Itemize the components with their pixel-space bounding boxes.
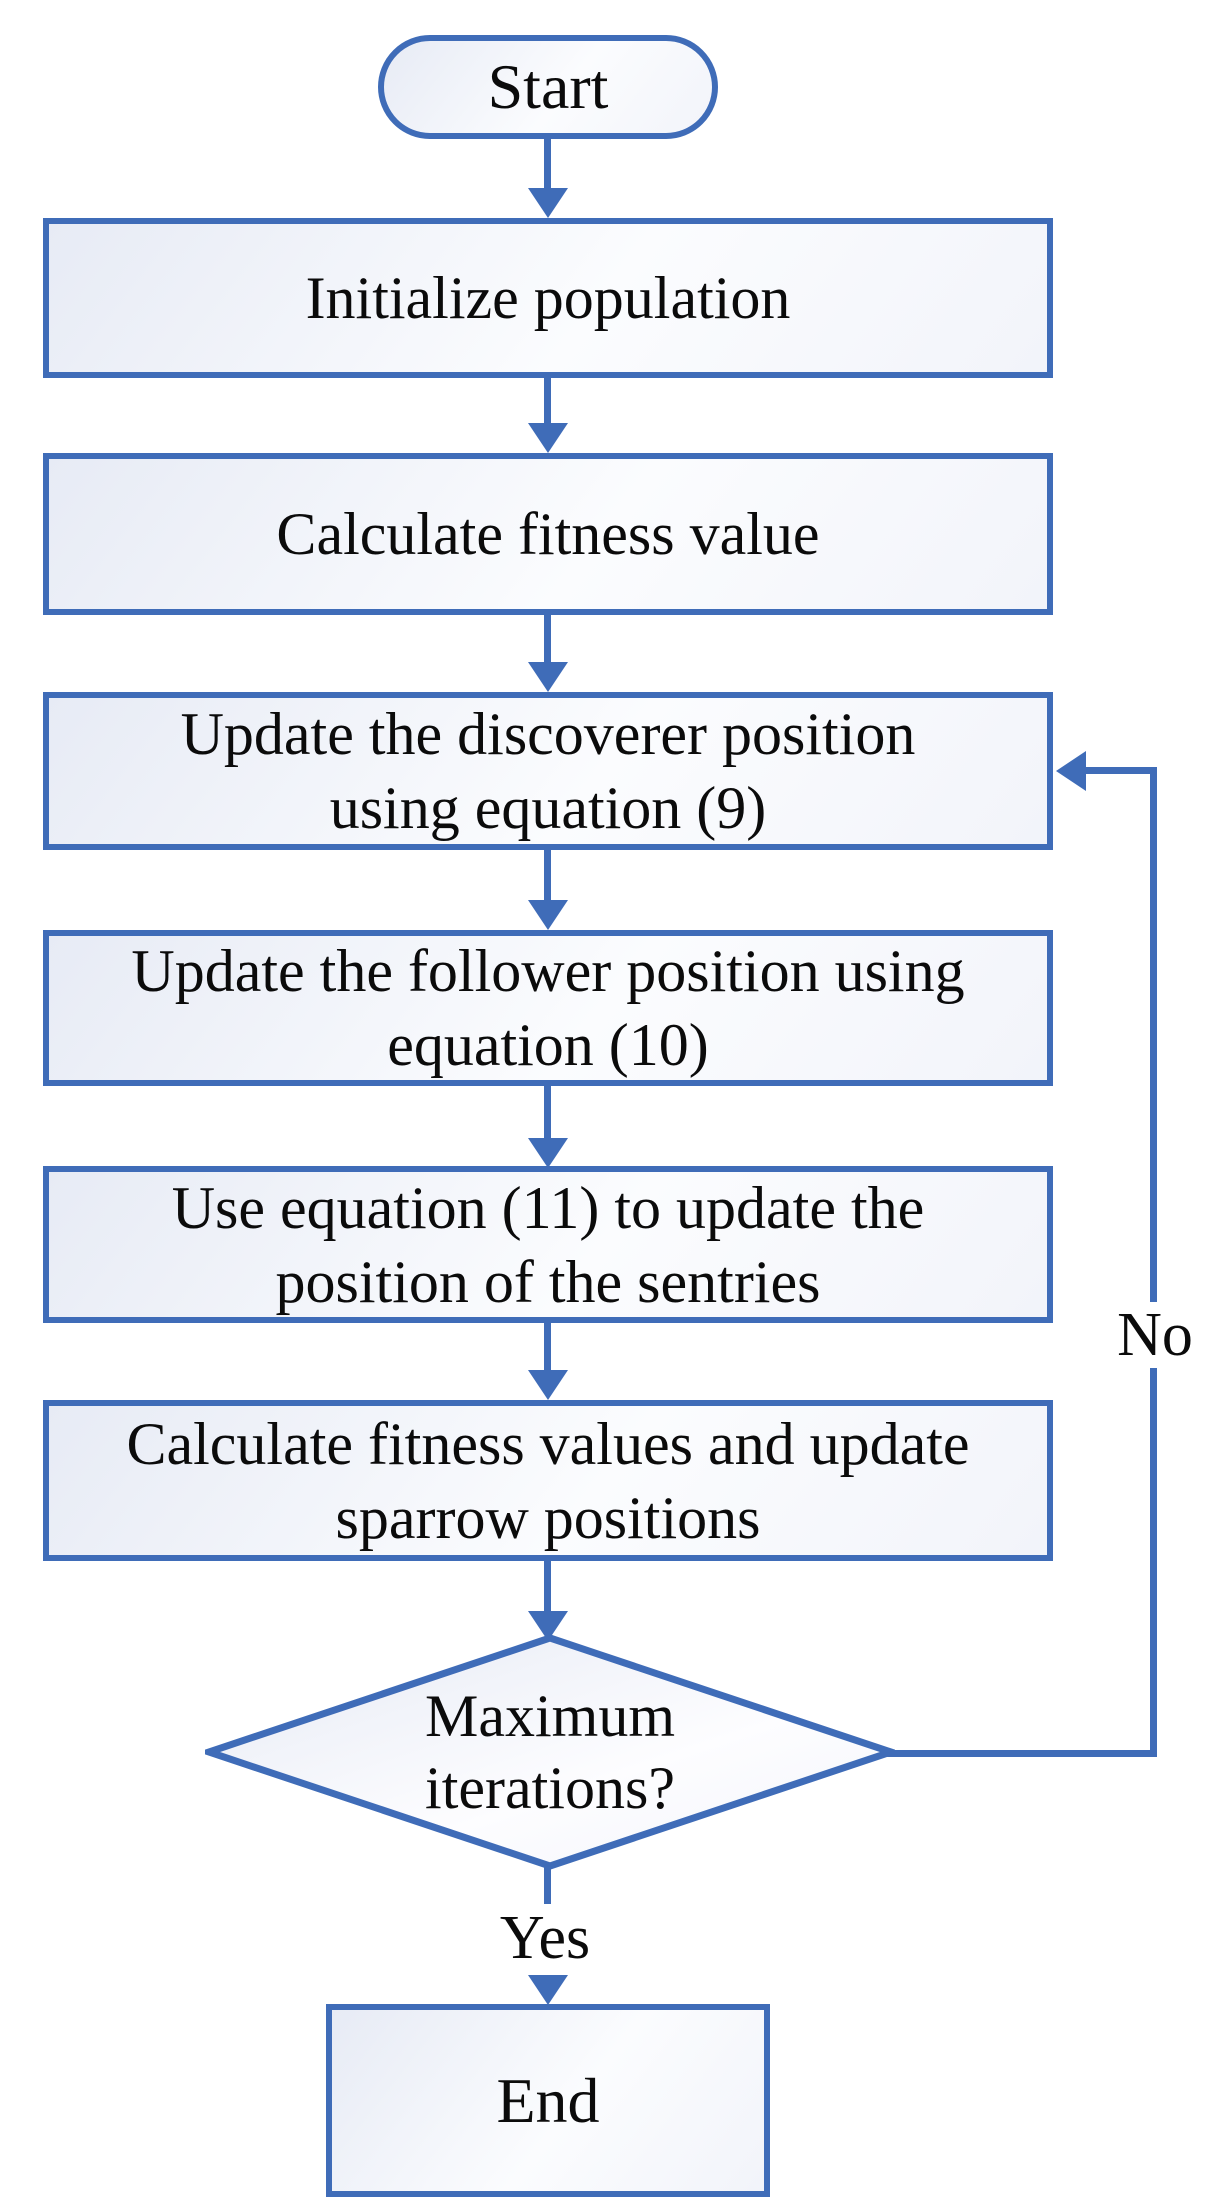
decision-label: Maximum iterations?: [425, 1683, 675, 1821]
flowchart-node-update-discoverer: Update the discoverer position using equ…: [43, 692, 1053, 850]
connector-sparrow-decision-line: [544, 1561, 551, 1613]
edge-label-no: No: [1112, 1302, 1198, 1368]
connector-fitness-discoverer-line: [544, 615, 551, 664]
no-loop-vertical-line: [1150, 767, 1157, 1757]
connector-start-init-arrowhead-icon: [528, 188, 568, 218]
no-loop-arrowhead-icon: [1056, 751, 1086, 791]
connector-fitness-discoverer-arrowhead-icon: [528, 662, 568, 692]
connector-init-fitness-line: [544, 377, 551, 425]
flowchart-node-update-follower: Update the follower position using equat…: [43, 930, 1053, 1086]
connector-discoverer-follower-arrowhead-icon: [528, 900, 568, 930]
flowchart-node-initialize-population: Initialize population: [43, 218, 1053, 378]
no-loop-top-line: [1085, 767, 1157, 774]
connector-follower-sentries-line: [544, 1086, 551, 1140]
flowchart-node-start: Start: [378, 35, 718, 139]
end-label: End: [496, 2064, 600, 2136]
connector-decision-end-stub-line: [544, 1866, 551, 1904]
update-sentries-label: Use equation (11) to update the position…: [171, 1174, 925, 1315]
edge-label-yes: Yes: [499, 1904, 591, 1972]
update-sparrow-positions-label: Calculate fitness values and update spar…: [126, 1410, 970, 1551]
update-follower-label: Update the follower position using equat…: [131, 938, 965, 1078]
update-discoverer-label: Update the discoverer position using equ…: [180, 701, 916, 841]
no-loop-bottom-line: [886, 1750, 1157, 1757]
connector-sentries-sparrow-line: [544, 1323, 551, 1372]
calculate-fitness-label: Calculate fitness value: [276, 501, 820, 567]
connector-discoverer-follower-line: [544, 850, 551, 902]
initialize-population-label: Initialize population: [305, 265, 791, 331]
flowchart-node-calculate-fitness: Calculate fitness value: [43, 453, 1053, 615]
connector-decision-end-arrowhead-icon: [528, 1975, 568, 2005]
connector-init-fitness-arrowhead-icon: [528, 423, 568, 453]
flowchart-node-update-sparrow-positions: Calculate fitness values and update spar…: [43, 1400, 1053, 1561]
start-label: Start: [487, 51, 609, 122]
flowchart-node-update-sentries: Use equation (11) to update the position…: [43, 1166, 1053, 1323]
connector-sentries-sparrow-arrowhead-icon: [528, 1370, 568, 1400]
flowchart-node-decision: Maximum iterations?: [205, 1634, 895, 1870]
connector-follower-sentries-arrowhead-icon: [528, 1138, 568, 1168]
connector-start-init-line: [544, 139, 551, 191]
flowchart-node-end: End: [326, 2004, 770, 2197]
